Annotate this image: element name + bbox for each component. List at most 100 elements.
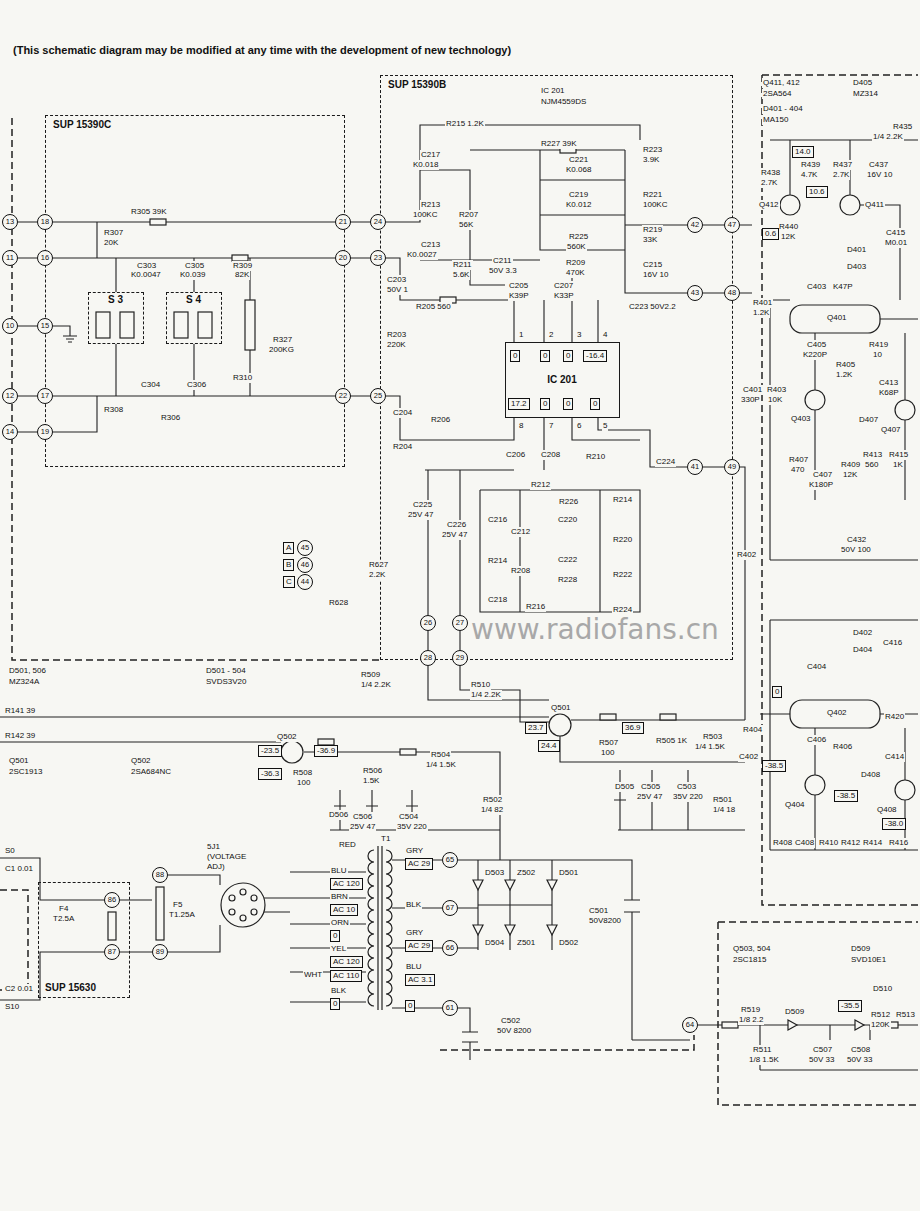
part-label: C432 (846, 535, 867, 545)
part-label: R506 (362, 766, 383, 776)
part-label: 200KG (268, 345, 295, 355)
part-label: C204 (392, 408, 413, 418)
part-label: R212 (530, 480, 551, 490)
part-label: 25V 47 (636, 792, 663, 802)
voltage-reading: -23.5 (258, 745, 282, 757)
voltage-reading: B (283, 559, 294, 571)
part-label: C402 (738, 752, 759, 762)
part-label: D503 (484, 868, 505, 878)
part-label: D401 - 404 (762, 104, 804, 114)
part-label: R214 (487, 556, 508, 566)
part-label: 1.2K (835, 370, 853, 380)
part-label: K47P (832, 282, 854, 292)
part-label: 1/4 1.5K (694, 742, 726, 752)
part-label: R205 560 (415, 302, 452, 312)
connector-number: 49 (724, 459, 740, 475)
part-label: R519 (740, 1005, 761, 1015)
component-symbol (840, 195, 860, 215)
part-label: R207 (458, 210, 479, 220)
part-label: 1/4 2.2K (872, 132, 904, 142)
part-label: 6 (576, 421, 582, 431)
part-label: R440 (778, 222, 799, 232)
part-label: C203 (386, 275, 407, 285)
part-label: 12K (842, 470, 858, 480)
part-label: R203 (386, 330, 407, 340)
connector-number: 47 (724, 217, 740, 233)
part-label: R216 (525, 602, 546, 612)
part-label: R213 (420, 200, 441, 210)
component-symbol (790, 305, 880, 333)
part-label: 1/8 1.5K (748, 1055, 780, 1065)
part-label: C1 0.01 (4, 864, 34, 874)
component-symbol (156, 887, 164, 940)
part-label: C218 (487, 595, 508, 605)
part-label: BLK (405, 900, 422, 910)
part-label: 2 (548, 330, 554, 340)
part-label: 10K (767, 395, 783, 405)
part-label: BLU (405, 962, 423, 972)
component-symbol (505, 880, 515, 890)
part-label: R307 (103, 228, 124, 238)
component-symbol (400, 749, 416, 755)
part-label: R414 (862, 838, 883, 848)
part-label: D506 (328, 810, 349, 820)
part-label: 1/4 2.2K (470, 690, 502, 700)
note-text: (This schematic diagram may be modified … (12, 44, 512, 57)
component-symbol (788, 1020, 797, 1030)
part-label: 100 (296, 778, 311, 788)
component-symbol (229, 909, 235, 915)
component-symbol (600, 714, 616, 720)
switch-group: S 3 (88, 292, 144, 344)
part-label: C414 (884, 752, 905, 762)
part-label: R210 (585, 452, 606, 462)
part-label: C503 (676, 782, 697, 792)
part-label: 25V 47 (349, 822, 376, 832)
connector-number: 46 (297, 557, 313, 573)
component-symbol (780, 195, 800, 215)
part-label: D510 (872, 984, 893, 994)
connector-number: 13 (2, 214, 18, 230)
connector-number: 12 (2, 388, 18, 404)
voltage-reading: 0 (405, 1000, 415, 1012)
component-symbol (386, 850, 392, 1006)
part-label: R306 (160, 413, 181, 423)
voltage-reading: -36.3 (258, 768, 282, 780)
connector-number: 61 (442, 1000, 458, 1016)
part-label: R405 (835, 360, 856, 370)
part-label: R215 1.2K (445, 119, 485, 129)
part-label: K68P (878, 388, 900, 398)
connector-number: 88 (152, 867, 168, 883)
part-label: WHT (303, 970, 323, 980)
part-label: R228 (557, 575, 578, 585)
part-label: NJM4559DS (540, 97, 587, 107)
part-label: R206 (430, 415, 451, 425)
component-symbol (221, 883, 265, 927)
part-label: R223 (642, 145, 663, 155)
part-label: 25V 47 (407, 510, 434, 520)
part-label: 1K (892, 460, 904, 470)
wire (18, 222, 37, 432)
part-label: C405 (806, 340, 827, 350)
part-label: 35V 220 (672, 792, 704, 802)
part-label: 3.9K (642, 155, 660, 165)
connector-number: 64 (682, 1017, 698, 1033)
connector-number: 44 (297, 574, 313, 590)
voltage-reading: 0 (510, 350, 520, 362)
part-label: C507 (812, 1045, 833, 1055)
voltage-reading: -38.5 (834, 790, 858, 802)
part-label: 50V 8200 (496, 1026, 532, 1036)
component-symbol (547, 880, 557, 890)
part-label: C224 (655, 457, 676, 467)
part-label: R505 1K (655, 736, 688, 746)
part-label: 4.7K (800, 170, 818, 180)
part-label: 1/4 2.2K (360, 680, 392, 690)
component-symbol (96, 312, 110, 338)
connector-number: 26 (420, 615, 436, 631)
part-label: 50V 100 (840, 545, 872, 555)
voltage-reading: AC 10 (330, 904, 358, 916)
part-label: Q503, 504 (732, 944, 771, 954)
part-label: Q501 (550, 703, 572, 713)
part-label: 4 (602, 330, 608, 340)
part-label: 56K (458, 220, 474, 230)
